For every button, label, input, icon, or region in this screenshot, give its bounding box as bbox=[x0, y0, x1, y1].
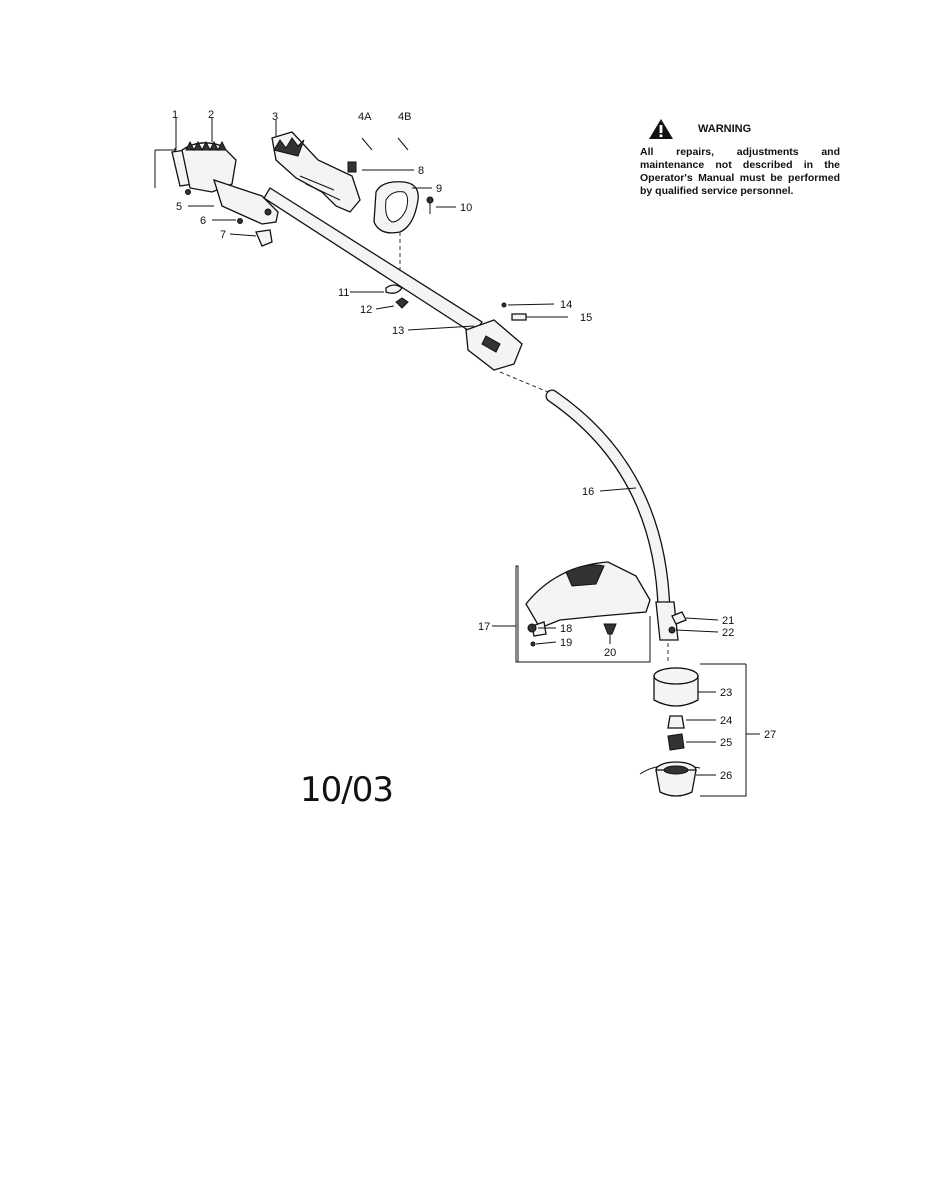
part-21-clamp bbox=[671, 611, 687, 625]
part-22-washer bbox=[668, 626, 676, 634]
callout-11: 11 bbox=[338, 287, 349, 299]
callout-4a: 4A bbox=[358, 111, 372, 123]
callout-16: 16 bbox=[582, 486, 594, 498]
callout-19: 19 bbox=[560, 637, 572, 649]
part-12-wingnut bbox=[395, 297, 409, 309]
part-17-guard bbox=[525, 561, 651, 637]
warning-header: WARNING bbox=[648, 118, 840, 140]
part-7-connector bbox=[255, 229, 273, 247]
callout-7: 7 bbox=[220, 229, 226, 241]
callout-25: 25 bbox=[720, 737, 732, 749]
date-code: 10/03 bbox=[300, 770, 394, 810]
callout-9: 9 bbox=[436, 183, 442, 195]
part-13-upper-shaft bbox=[263, 187, 523, 371]
callout-20: 20 bbox=[604, 647, 616, 659]
callout-15: 15 bbox=[580, 312, 592, 324]
part-24-spring bbox=[667, 715, 685, 729]
part-10-screw bbox=[426, 196, 434, 214]
part-23-spool-cover bbox=[653, 667, 699, 707]
part-6-nut bbox=[237, 218, 243, 224]
part-26-head-base bbox=[639, 761, 701, 797]
part-8-bracket bbox=[347, 161, 357, 173]
warning-triangle-icon bbox=[649, 119, 673, 139]
leader-lines bbox=[154, 118, 760, 776]
part-25-spool bbox=[667, 733, 685, 751]
callout-13: 13 bbox=[392, 325, 404, 337]
part-9-loop-handle bbox=[373, 181, 419, 234]
callout-22: 22 bbox=[722, 627, 734, 639]
part-18-knob bbox=[527, 623, 537, 633]
callout-17: 17 bbox=[478, 621, 490, 633]
warning-title: WARNING bbox=[698, 123, 752, 135]
callout-5: 5 bbox=[176, 201, 182, 213]
part-3-engine-housing bbox=[271, 131, 361, 213]
callout-21: 21 bbox=[722, 615, 734, 627]
callout-4b: 4B bbox=[398, 111, 411, 123]
callout-24: 24 bbox=[720, 715, 732, 727]
part-14-screw bbox=[501, 302, 507, 308]
callout-27: 27 bbox=[764, 729, 776, 741]
part-2-handle-housing bbox=[181, 140, 279, 225]
callout-23: 23 bbox=[720, 687, 732, 699]
part-15-bolt bbox=[511, 313, 527, 321]
warning-notice: WARNING All repairs, adjustments and mai… bbox=[640, 118, 840, 198]
callout-26: 26 bbox=[720, 770, 732, 782]
part-11-clip bbox=[385, 284, 403, 294]
warning-text: All repairs, adjustments and maintenance… bbox=[640, 146, 840, 197]
part-20-screw bbox=[603, 623, 617, 635]
callout-12: 12 bbox=[360, 304, 372, 316]
part-4a bbox=[361, 137, 373, 151]
part-5-nut bbox=[185, 189, 191, 195]
callout-14: 14 bbox=[560, 299, 572, 311]
callout-18: 18 bbox=[560, 623, 572, 635]
callout-10: 10 bbox=[460, 202, 472, 214]
part-19-nut bbox=[530, 641, 536, 647]
callout-3: 3 bbox=[272, 111, 278, 123]
bracket-17 bbox=[515, 565, 519, 663]
callout-6: 6 bbox=[200, 215, 206, 227]
callout-2: 2 bbox=[208, 109, 214, 121]
part-4b bbox=[397, 137, 409, 151]
callout-8: 8 bbox=[418, 165, 424, 177]
callout-1: 1 bbox=[172, 109, 178, 121]
